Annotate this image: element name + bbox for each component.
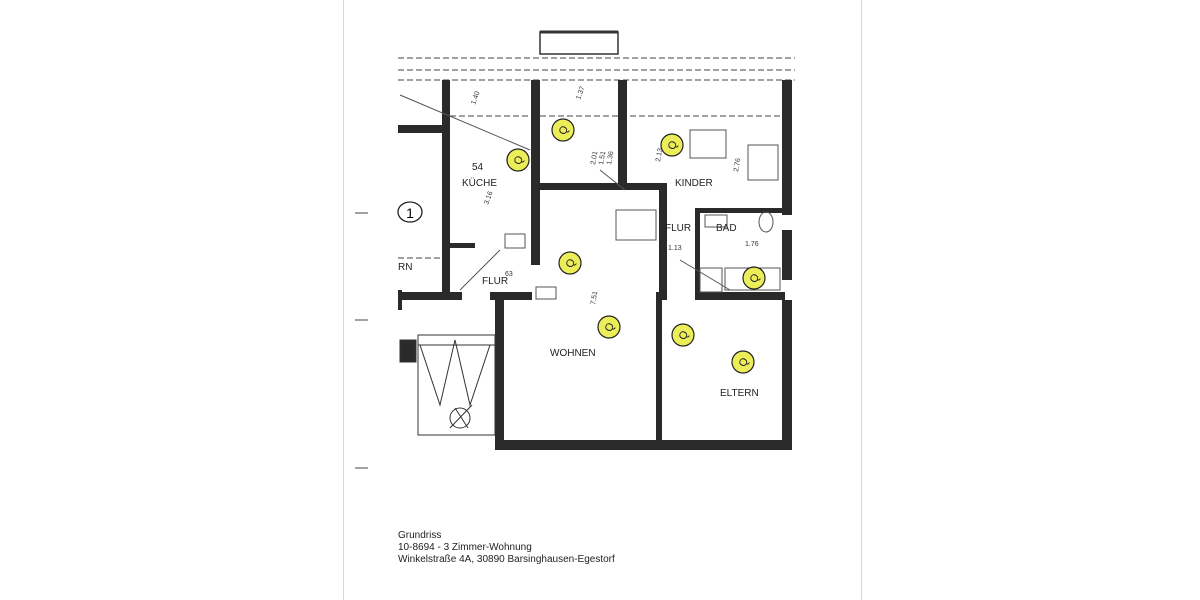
- walls: [398, 80, 792, 450]
- lamp-marker: Q: [742, 266, 766, 290]
- room-label-kinder: KINDER: [675, 178, 713, 189]
- room-label-bad: BAD: [716, 223, 737, 234]
- area-mark: 54: [472, 162, 484, 173]
- dimension-label: 2.76: [733, 158, 742, 173]
- dimension-label: 7.51: [590, 291, 599, 306]
- balcony-dashed-lines: [398, 57, 795, 259]
- room-label-flur-right: FLUR: [665, 223, 691, 234]
- dimension-label: 1.13: [668, 245, 682, 252]
- room-label-eltern: ELTERN: [720, 388, 759, 399]
- lamp-marker: Q: [551, 118, 575, 142]
- dimension-label: 2.13: [655, 148, 664, 163]
- caption-address: Winkelstraße 4A, 30890 Barsinghausen-Ege…: [398, 554, 615, 565]
- dimension-label: 1.51: [598, 151, 607, 166]
- lamp-marker: Q: [671, 323, 695, 347]
- circled-number-text: 1: [406, 205, 414, 221]
- dimension-label: 1.36: [606, 151, 615, 166]
- dimension-label: 1.76: [745, 241, 759, 248]
- page-margin-ticks: [355, 212, 368, 469]
- dimension-label: 1.40: [470, 90, 481, 105]
- room-label-wohnen: WOHNEN: [550, 348, 596, 359]
- dimension-label: 63: [505, 271, 513, 278]
- circled-number: 1: [397, 201, 423, 223]
- fixtures: [399, 94, 781, 300]
- room-label-kueche: KÜCHE: [462, 177, 497, 189]
- plan-caption: Grundriss 10-8694 - 3 Zimmer-Wohnung Win…: [398, 530, 615, 566]
- lamp-marker: Q: [506, 148, 530, 172]
- dimension-label: 3.16: [483, 190, 494, 205]
- room-label-flur-left: FLUR: [482, 276, 508, 287]
- lamp-marker: Q: [597, 315, 621, 339]
- caption-unit: 10-8694 - 3 Zimmer-Wohnung: [398, 542, 532, 553]
- lamp-marker: Q: [731, 350, 755, 374]
- chimney: [539, 30, 619, 55]
- lamp-marker: Q: [660, 133, 684, 157]
- lamp-marker: Q: [558, 251, 582, 275]
- caption-title: Grundriss: [398, 530, 442, 541]
- room-label-neighbor: RN: [398, 262, 412, 273]
- dimension-label: 1.37: [575, 85, 586, 100]
- staircase: [399, 334, 496, 436]
- dimension-label: 2.01: [590, 151, 599, 166]
- dimension-labels: 1.40 1.37 2.01 1.51 1.36 2.13 2.76 3.16 …: [470, 85, 758, 305]
